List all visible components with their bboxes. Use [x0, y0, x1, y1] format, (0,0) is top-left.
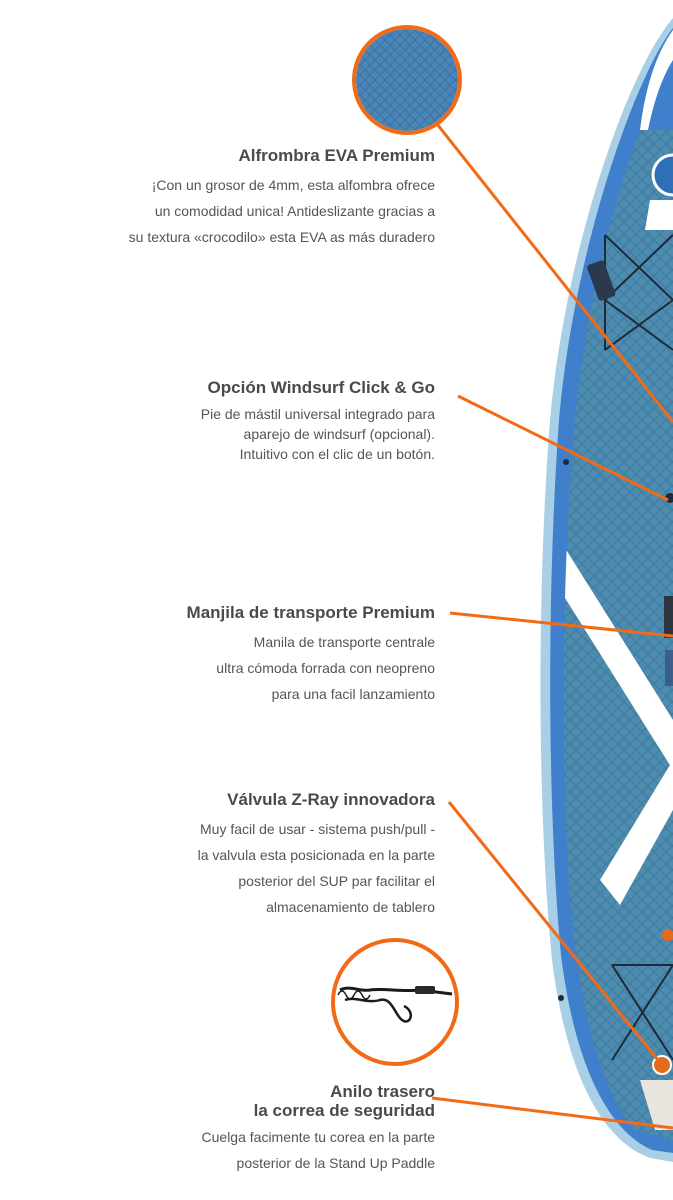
feature-description: Cuelga facimente tu corea en la parte po…	[201, 1129, 435, 1171]
feature-description: Pie de mástil universal integrado para a…	[200, 406, 435, 462]
feature-leash-ring: Anilo trasero la correa de seguridad Cue…	[202, 1082, 435, 1176]
feature-description: ¡Con un grosor de 4mm, esta alfombra ofr…	[128, 177, 435, 245]
feature-description: Manila de transporte centrale ultra cómo…	[216, 634, 435, 702]
rear-bungee	[611, 964, 673, 1061]
feature-title: Opción Windsurf Click & Go	[207, 378, 435, 397]
feature-title: Alfrombra EVA Premium	[238, 146, 436, 165]
feature-windsurf-option: Opción Windsurf Click & Go Pie de mástil…	[201, 378, 435, 464]
feature-eva-pad: Alfrombra EVA Premium ¡Con un grosor de …	[129, 146, 435, 250]
feature-title: Anilo trasero la correa de seguridad	[253, 1082, 435, 1120]
callout-lines	[431, 123, 673, 1130]
carry-handle	[664, 596, 673, 638]
front-bungee	[604, 234, 673, 351]
leash-icon	[331, 938, 459, 1066]
eva-texture-swatch-icon	[352, 25, 462, 135]
feature-z-ray-valve: Válvula Z-Ray innovadora Muy facil de us…	[198, 790, 435, 920]
feature-description: Muy facil de usar - sistema push/pull - …	[197, 821, 435, 915]
feature-title: Válvula Z-Ray innovadora	[227, 790, 435, 809]
feature-title: Manjila de transporte Premium	[186, 603, 435, 622]
feature-carry-handle: Manjila de transporte Premium Manila de …	[187, 603, 435, 707]
brand-logo-icon	[651, 153, 673, 197]
